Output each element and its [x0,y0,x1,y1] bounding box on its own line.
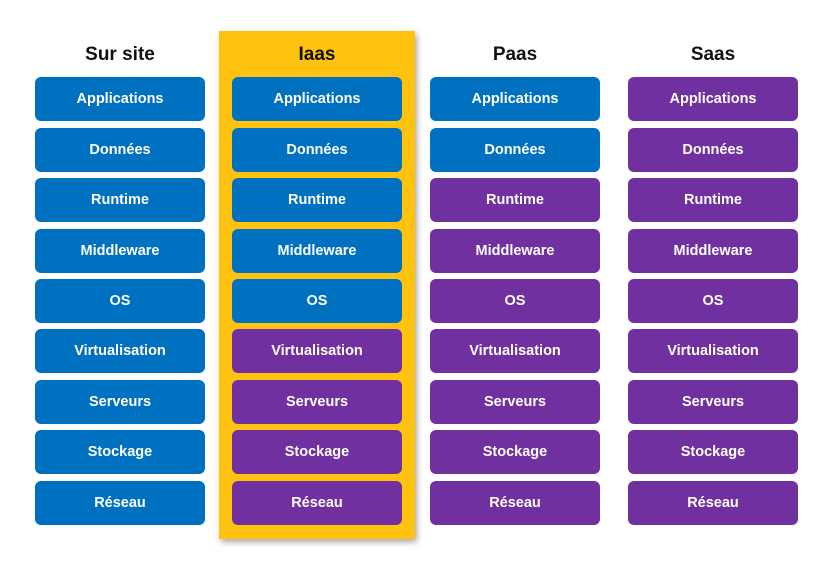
layer-stockage: Stockage [232,430,402,474]
layer-runtime: Runtime [628,178,798,222]
layer-middleware: Middleware [430,229,600,273]
layer-stockage: Stockage [628,430,798,474]
layer-applications: Applications [35,77,205,121]
layer-donnees: Données [430,128,600,172]
layer-os: OS [628,279,798,323]
column-title: Sur site [85,44,155,65]
layer-donnees: Données [35,128,205,172]
layer-os: OS [232,279,402,323]
layer-virtualisation: Virtualisation [232,329,402,373]
layer-donnees: Données [232,128,402,172]
layer-virtualisation: Virtualisation [628,329,798,373]
layer-applications: Applications [628,77,798,121]
layer-stockage: Stockage [430,430,600,474]
layer-middleware: Middleware [628,229,798,273]
layer-os: OS [430,279,600,323]
layer-runtime: Runtime [35,178,205,222]
layer-serveurs: Serveurs [232,380,402,424]
layer-reseau: Réseau [430,481,600,525]
layer-reseau: Réseau [628,481,798,525]
layer-runtime: Runtime [232,178,402,222]
layer-reseau: Réseau [35,481,205,525]
layer-runtime: Runtime [430,178,600,222]
layer-serveurs: Serveurs [35,380,205,424]
layer-stockage: Stockage [35,430,205,474]
layer-applications: Applications [430,77,600,121]
layer-virtualisation: Virtualisation [35,329,205,373]
layer-serveurs: Serveurs [628,380,798,424]
layer-reseau: Réseau [232,481,402,525]
column-title: Paas [492,44,538,65]
layer-virtualisation: Virtualisation [430,329,600,373]
layer-serveurs: Serveurs [430,380,600,424]
layer-donnees: Données [628,128,798,172]
layer-os: OS [35,279,205,323]
layer-middleware: Middleware [35,229,205,273]
column-title: Saas [690,44,736,65]
layer-middleware: Middleware [232,229,402,273]
layer-applications: Applications [232,77,402,121]
column-title: Iaas [298,44,336,65]
